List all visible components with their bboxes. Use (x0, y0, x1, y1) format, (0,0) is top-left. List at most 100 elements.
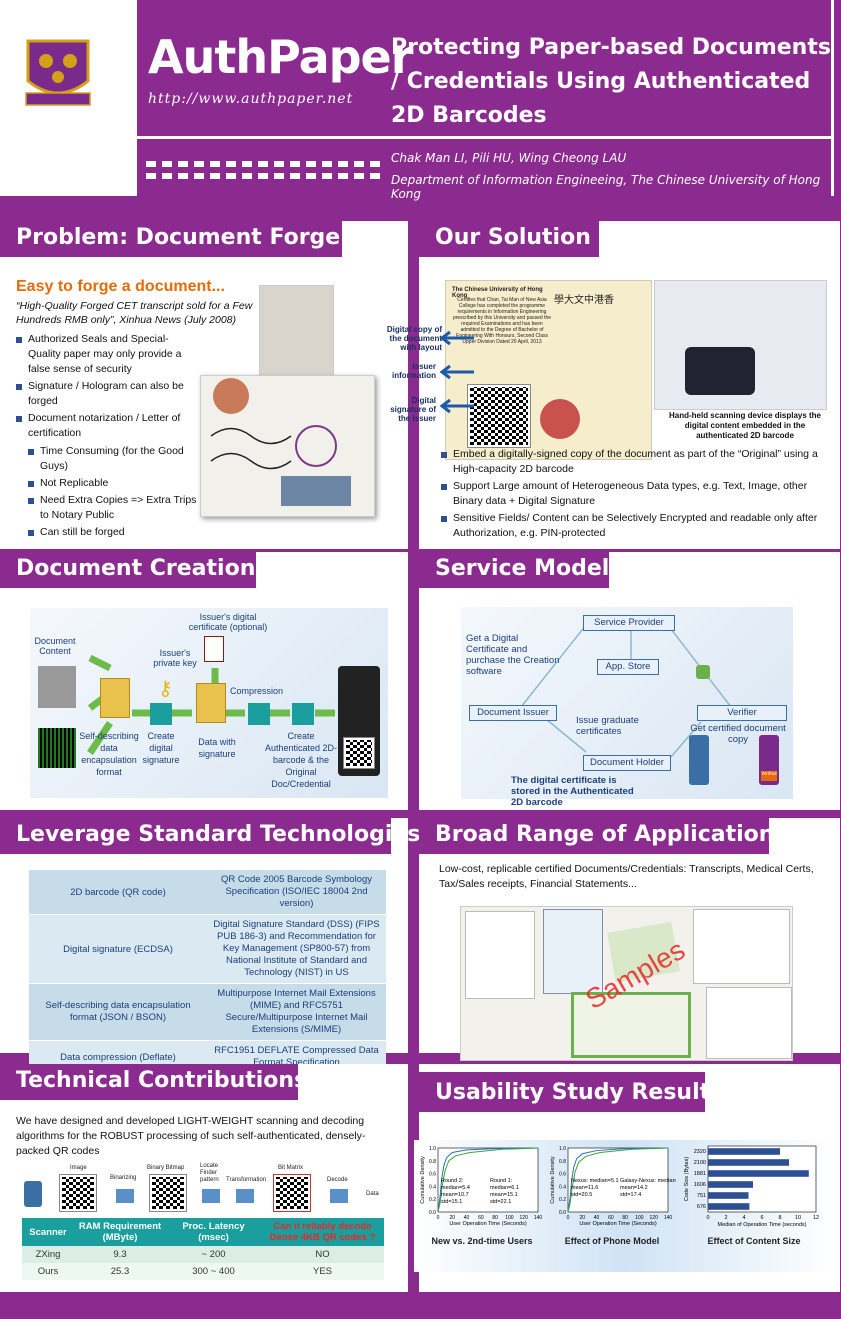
cet-transcript-image (259, 285, 334, 385)
app-store-box: App. Store (597, 659, 659, 675)
process-box-icon (150, 703, 172, 725)
cert-seal (540, 399, 580, 439)
get-certified-label: Get certified document copy (690, 723, 786, 745)
problem-bullet: Authorized Seals and Special-Quality pap… (16, 332, 186, 377)
process-box-icon (202, 1189, 220, 1203)
y-axis-label: Code Size (Bytes) (684, 1157, 690, 1201)
photo-thumbnail (38, 666, 76, 708)
x-tick-label: 40 (464, 1215, 470, 1221)
android-icon (696, 665, 710, 679)
usability-heading: Usability Study Results (419, 1072, 723, 1112)
table-cell: Digital signature (ECDSA) (63, 943, 173, 955)
table-cell: 300 ~ 400 (192, 1266, 235, 1277)
issue-graduate-label: Issue graduate certificates (576, 715, 639, 737)
poster-title: Protecting Paper-based Documents / Crede… (391, 35, 831, 128)
sample-doc (465, 911, 535, 999)
series-line-galaxy-nexus (567, 1147, 669, 1213)
y-tick-label: 0.0 (429, 1210, 436, 1216)
verified-badge: Verified (761, 771, 777, 781)
qr-code (343, 737, 375, 769)
x-tick-label: 140 (664, 1215, 673, 1221)
y-axis-label: Cumulative Density (420, 1156, 426, 1204)
pipeline-label: Binary Bitmap (147, 1165, 185, 1171)
pipeline-label: Decode (327, 1177, 348, 1183)
process-box-icon (248, 703, 270, 725)
get-cert-label: Get a Digital Certificate and purchase t… (466, 633, 560, 677)
plot-area (437, 1147, 539, 1213)
x-tick-label: 100 (635, 1215, 644, 1221)
y-tick-label: 0.6 (559, 1172, 566, 1178)
bar-1881 (708, 1170, 809, 1177)
y-tick-label: 0.2 (429, 1197, 436, 1203)
y-tick-label: 1881 (694, 1171, 706, 1177)
forged-signatures-image (200, 375, 375, 517)
table-cell: Digital Signature Standard (DSS) (FIPS P… (213, 919, 380, 978)
technical-text: We have designed and developed LIGHT-WEI… (16, 1115, 366, 1157)
sample-documents-image: Samples (460, 906, 793, 1061)
decoding-pipeline: Image Binarizing Binary Bitmap Locate Fi… (22, 1163, 382, 1215)
folder-icon (100, 678, 130, 718)
problem-subbullets: Time Consuming (for the Good Guys) Not R… (28, 444, 200, 542)
problem-subbullet: Need Extra Copies => Extra Trips to Nota… (28, 493, 200, 523)
bar-1606 (708, 1181, 753, 1188)
table-cell: ~ 200 (201, 1249, 226, 1260)
stored-label: The digital certificate is stored in the… (511, 775, 634, 808)
x-tick-label: 0 (706, 1215, 709, 1221)
solution-bullet: Embed a digitally-signed copy of the doc… (441, 447, 827, 477)
table-header-cell: Proc. Latency (msec) (182, 1221, 245, 1243)
authors: Chak Man LI, Pili HU, Wing Cheong LAU (391, 151, 627, 165)
y-tick-label: 676 (697, 1204, 706, 1210)
y-tick-label: 2100 (694, 1160, 706, 1166)
create-signature-label: Create digital signature (142, 731, 180, 765)
x-axis-label: User Operation Time (Seconds) (579, 1221, 657, 1227)
cert-chinese: 學大文中港香 (554, 295, 614, 306)
table-header-cell: RAM Requirement (MByte) (78, 1221, 162, 1243)
series-line-round-1 (437, 1147, 539, 1213)
series-line-nexus (567, 1147, 669, 1213)
pipeline-label: Image (70, 1165, 87, 1171)
table-header-cell: Can it reliably decode Dense 4KB QR code… (269, 1221, 376, 1243)
binary-data-thumbnail (38, 728, 76, 768)
brand-title: AuthPaper (148, 30, 413, 84)
pipeline-bitmatrix-qr (273, 1174, 311, 1212)
chart-annotation: Galaxy-Nexus: median=7.5mean=14.2std=17.… (620, 1178, 676, 1198)
pipeline-label: Transformation (226, 1177, 267, 1183)
creation-diagram: Document Content Issuer's private key ⚷ … (30, 608, 388, 798)
pipeline-image-qr (59, 1174, 97, 1212)
key-icon: ⚷ (158, 676, 173, 700)
y-tick-label: 1.0 (559, 1146, 566, 1152)
header-right-line (831, 0, 834, 196)
phone-icon: Verified (759, 735, 779, 785)
table-cell: 2D barcode (QR code) (70, 886, 166, 898)
document-issuer-box: Document Issuer (469, 705, 557, 721)
standards-heading: Leverage Standard Technologies (0, 818, 420, 854)
cuhk-logo (25, 39, 91, 106)
bar-2320 (708, 1148, 780, 1155)
header-divider (137, 136, 831, 139)
credential-card-image (338, 666, 380, 776)
problem-bullet: Signature / Hologram can also be forged (16, 379, 186, 409)
decorative-dots (146, 161, 386, 181)
table-cell: Multipurpose Internet Mail Extensions (M… (217, 988, 376, 1035)
problem-subheading: Easy to forge a document... (16, 278, 225, 295)
creation-heading: Document Creation (0, 552, 256, 588)
x-tick-label: 20 (450, 1215, 456, 1221)
solution-bullet: Support Large amount of Heterogeneous Da… (441, 479, 827, 509)
y-tick-label: 0.0 (559, 1210, 566, 1216)
plot-area (707, 1145, 817, 1213)
pipeline-bitmap-qr (149, 1174, 187, 1212)
y-tick-label: 2320 (694, 1149, 706, 1155)
sample-receipt (706, 987, 792, 1059)
folder-icon (196, 683, 226, 723)
brand-url[interactable]: http://www.authpaper.net (148, 91, 354, 107)
sample-certificate (571, 992, 691, 1058)
phone-icon (689, 735, 709, 785)
arrow-icon (439, 330, 474, 414)
x-tick-label: 4 (742, 1215, 745, 1221)
scanner-comparison-table: Scanner RAM Requirement (MByte) Proc. La… (22, 1218, 384, 1280)
x-tick-label: 0 (567, 1215, 570, 1221)
service-diagram: Service Provider Get a Digital Certifica… (461, 607, 793, 808)
x-tick-label: 6 (760, 1215, 763, 1221)
document-holder-box: Document Holder (583, 755, 671, 771)
